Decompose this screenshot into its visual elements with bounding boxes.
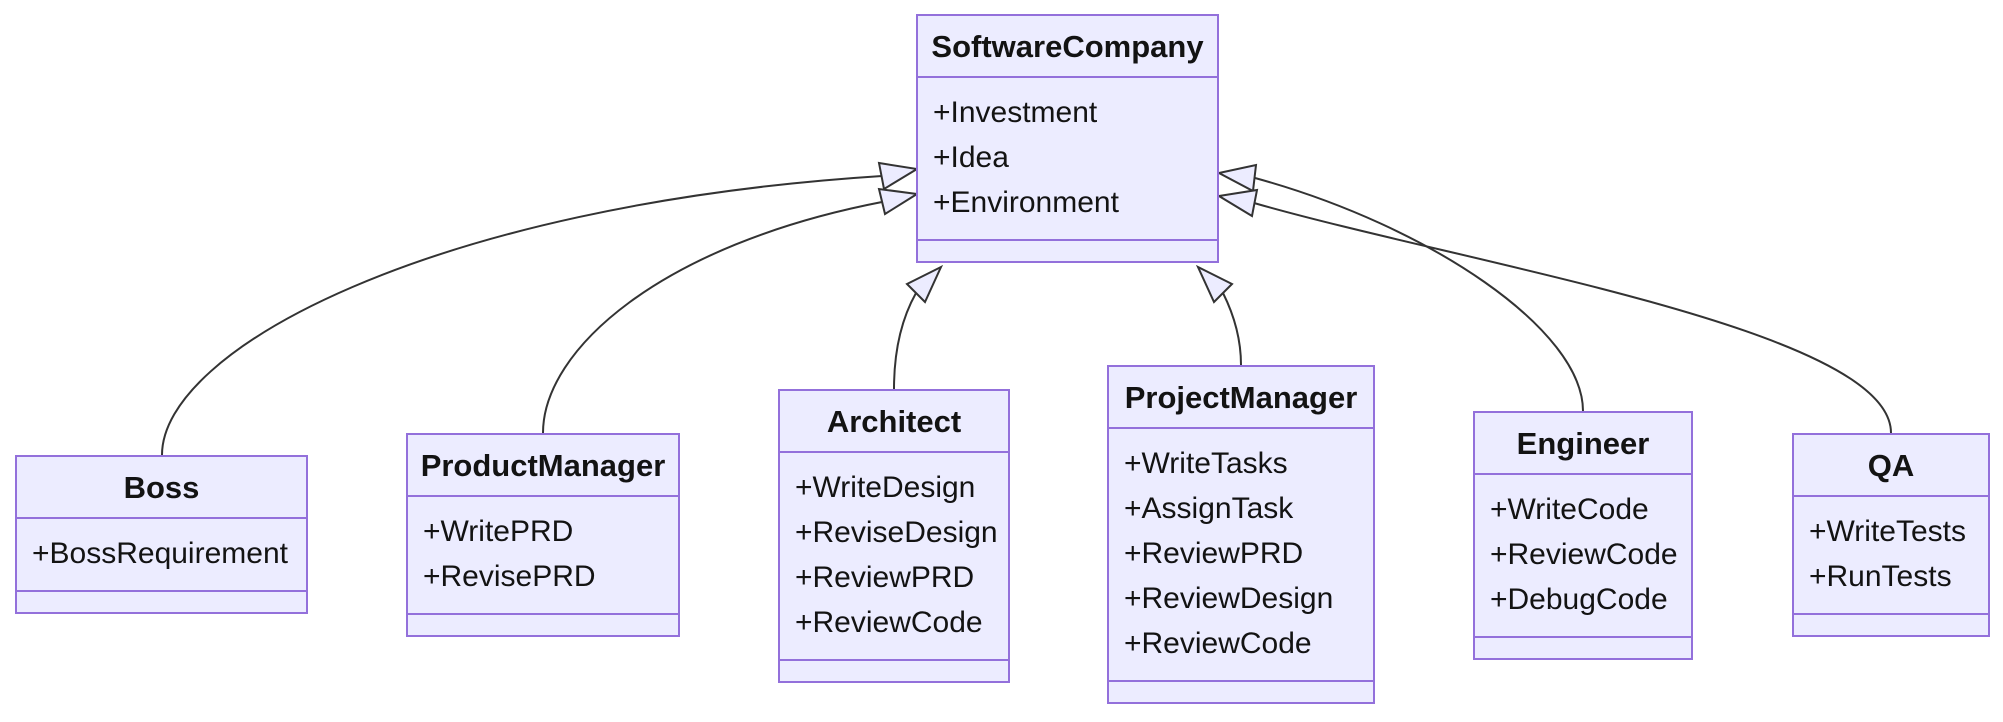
- inheritance-arrowhead-icon: [1216, 188, 1259, 218]
- edge-line: [1222, 292, 1242, 366]
- class-attributes: +WritePRD +RevisePRD: [408, 497, 678, 613]
- class-attributes: +WriteTests +RunTests: [1794, 497, 1988, 613]
- class-attribute: +ReviewDesign: [1124, 582, 1334, 615]
- class-box-architect: Architect +WriteDesign +ReviseDesign +Re…: [778, 389, 1010, 683]
- edge-engineer-inherits-softwarecompany: [1216, 163, 1584, 412]
- class-attribute: +ReviewPRD: [1124, 537, 1304, 570]
- class-attribute: +WriteDesign: [795, 471, 976, 504]
- class-methods-empty: [1794, 613, 1988, 635]
- class-methods-empty: [1475, 636, 1691, 658]
- class-box-qa: QA +WriteTests +RunTests: [1792, 433, 1990, 637]
- class-title: ProductManager: [408, 435, 678, 497]
- inheritance-arrowhead-icon: [877, 187, 920, 216]
- class-methods-empty: [1109, 680, 1373, 702]
- class-methods-empty: [408, 613, 678, 635]
- class-attribute: +WriteTasks: [1124, 447, 1288, 480]
- class-attribute: +BossRequirement: [32, 537, 288, 570]
- class-title: SoftwareCompany: [918, 16, 1217, 78]
- class-attribute: +Environment: [933, 186, 1119, 219]
- class-methods-empty: [918, 239, 1217, 261]
- class-title: Architect: [780, 391, 1008, 453]
- class-title: Engineer: [1475, 413, 1691, 475]
- edge-line: [161, 175, 883, 456]
- edge-line: [1253, 202, 1892, 434]
- edge-line: [893, 292, 917, 390]
- class-attribute: +DebugCode: [1490, 583, 1668, 616]
- class-attribute: +ReviewCode: [1124, 627, 1312, 660]
- class-title: QA: [1794, 435, 1988, 497]
- class-methods-empty: [17, 590, 306, 612]
- class-attributes: +WriteCode +ReviewCode +DebugCode: [1475, 475, 1691, 636]
- class-attribute: +ReviewPRD: [795, 561, 975, 594]
- class-attribute: +ReviseDesign: [795, 516, 998, 549]
- edge-productmanager-inherits-softwarecompany: [542, 187, 920, 434]
- class-box-softwarecompany: SoftwareCompany +Investment +Idea +Envir…: [916, 14, 1219, 263]
- class-box-productmanager: ProductManager +WritePRD +RevisePRD: [406, 433, 680, 637]
- class-title: Boss: [17, 457, 306, 519]
- class-box-boss: Boss +BossRequirement: [15, 455, 308, 614]
- inheritance-arrowhead-icon: [905, 264, 944, 304]
- inheritance-arrowhead-icon: [1216, 163, 1258, 193]
- edge-architect-inherits-softwarecompany: [893, 264, 944, 390]
- edge-line: [542, 201, 883, 434]
- class-attribute: +ReviewCode: [1490, 538, 1678, 571]
- class-attribute: +WriteTests: [1809, 515, 1966, 548]
- edge-line: [1254, 177, 1584, 412]
- class-attributes: +WriteTasks +AssignTask +ReviewPRD +Revi…: [1109, 429, 1373, 680]
- class-attribute: +RunTests: [1809, 560, 1952, 593]
- class-attribute: +WritePRD: [423, 515, 574, 548]
- class-attributes: +Investment +Idea +Environment: [918, 78, 1217, 239]
- class-box-engineer: Engineer +WriteCode +ReviewCode +DebugCo…: [1473, 411, 1693, 660]
- class-attribute: +WriteCode: [1490, 493, 1649, 526]
- class-title: ProjectManager: [1109, 367, 1373, 429]
- inheritance-arrowhead-icon: [1195, 264, 1234, 304]
- class-methods-empty: [780, 659, 1008, 681]
- edge-boss-inherits-softwarecompany: [161, 161, 920, 456]
- class-box-projectmanager: ProjectManager +WriteTasks +AssignTask +…: [1107, 365, 1375, 704]
- class-attribute: +Investment: [933, 96, 1098, 129]
- class-attribute: +ReviewCode: [795, 606, 983, 639]
- class-attributes: +BossRequirement: [17, 519, 306, 590]
- edge-qa-inherits-softwarecompany: [1216, 188, 1892, 434]
- class-attribute: +Idea: [933, 141, 1009, 174]
- inheritance-arrowhead-icon: [877, 161, 920, 191]
- edge-projectmanager-inherits-softwarecompany: [1195, 264, 1242, 366]
- class-attributes: +WriteDesign +ReviseDesign +ReviewPRD +R…: [780, 453, 1008, 659]
- class-attribute: +RevisePRD: [423, 560, 596, 593]
- class-attribute: +AssignTask: [1124, 492, 1294, 525]
